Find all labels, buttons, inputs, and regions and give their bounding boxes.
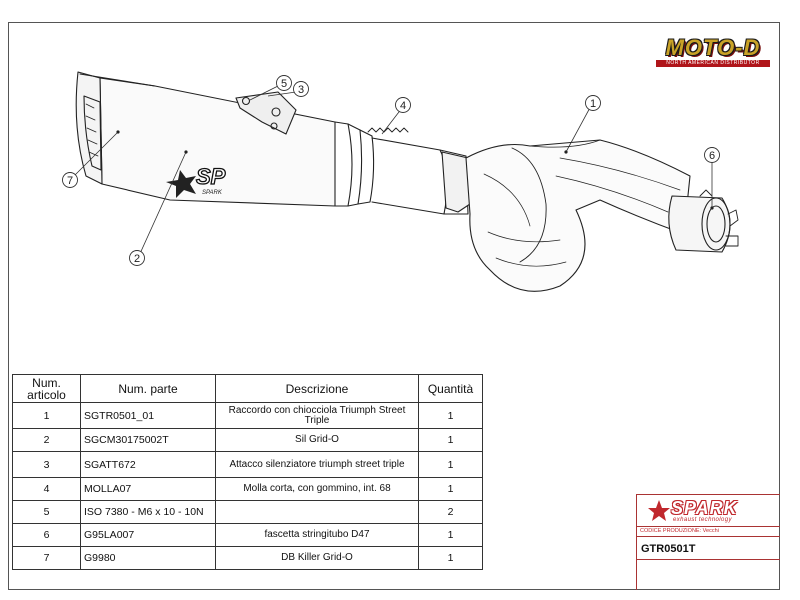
row-desc: Raccordo con chiocciola Triumph Street T… [215, 402, 419, 429]
row-part: G9980 [80, 546, 216, 570]
row-part: SGATT672 [80, 451, 216, 478]
production-code: GTR0501T [641, 543, 696, 555]
row-num: 1 [12, 402, 81, 429]
row-qty: 1 [418, 523, 483, 547]
row-qty: 1 [418, 477, 483, 501]
balloon-2 [129, 250, 145, 266]
inlet-opening [701, 197, 731, 251]
spark-tagline: exhaust technology [673, 517, 732, 523]
balloon-6 [704, 147, 720, 163]
row-num: 7 [12, 546, 81, 570]
end-cap-inner [83, 95, 102, 171]
balloon-1-label: 1 [590, 98, 596, 110]
spark-star-icon [648, 500, 670, 521]
balloon-5-label: 5 [281, 78, 287, 90]
row-num: 5 [12, 500, 81, 524]
title-block-divider [637, 536, 780, 537]
table-row: 2 SGCM30175002T Sil Grid-O 1 [12, 428, 483, 452]
balloon-2-label: 2 [134, 253, 140, 265]
balloon-7-label: 7 [67, 175, 73, 187]
balloon-6-label: 6 [709, 150, 715, 162]
row-num: 4 [12, 477, 81, 501]
balloon-4 [395, 97, 411, 113]
balloon-3-label: 3 [298, 84, 304, 96]
moto-d-logo: MOTO-D NORTH AMERICAN DISTRIBUTOR [648, 36, 778, 68]
sp-letters: SP [196, 164, 226, 189]
row-desc: Attacco silenziatore triumph street trip… [215, 451, 419, 478]
silencer-badge-text: SPARK [202, 190, 223, 196]
header-descrizione: Descrizione [215, 374, 419, 403]
header-num-parte: Num. parte [80, 374, 216, 403]
row-desc [215, 500, 419, 524]
row-part: ISO 7380 - M6 x 10 - 10N [80, 500, 216, 524]
balloon-3 [293, 81, 309, 97]
sheet-border [8, 22, 780, 590]
mount-bracket [235, 91, 297, 135]
title-block-divider [637, 559, 780, 560]
balloon-4-label: 4 [400, 100, 406, 112]
table-row: 3 SGATT672 Attacco silenziatore triumph … [12, 451, 483, 478]
row-part: G95LA007 [80, 523, 216, 547]
title-block-divider [637, 526, 780, 527]
codice-produzione-label: CODICE PRODUZIONE: Vecchi [640, 528, 719, 534]
moto-d-wordmark: MOTO-D [665, 35, 761, 60]
row-num: 2 [12, 428, 81, 452]
silencer-tail [334, 121, 353, 207]
spring [367, 127, 409, 133]
moto-d-tagline: NORTH AMERICAN DISTRIBUTOR [656, 60, 770, 67]
link-pipe [371, 137, 448, 215]
balloon-5 [276, 75, 292, 91]
table-header-row: Num. articolo Num. parte Descrizione Qua… [12, 374, 483, 403]
table-row: 4 MOLLA07 Molla corta, con gommino, int.… [12, 477, 483, 501]
row-desc: Sil Grid-O [215, 428, 419, 452]
row-qty: 1 [418, 546, 483, 570]
row-qty: 2 [418, 500, 483, 524]
table-row: 1 SGTR0501_01 Raccordo con chiocciola Tr… [12, 402, 483, 429]
row-num: 6 [12, 523, 81, 547]
row-part: SGCM30175002T [80, 428, 216, 452]
end-cap [75, 71, 103, 185]
row-part: MOLLA07 [80, 477, 216, 501]
spark-wordmark: SPARK [671, 498, 738, 518]
header-num-articolo: Num. articolo [12, 374, 81, 403]
row-desc: fascetta stringitubo D47 [215, 523, 419, 547]
collector-pipe [465, 139, 691, 292]
row-qty: 1 [418, 451, 483, 478]
row-desc: DB Killer Grid-O [215, 546, 419, 570]
parts-table: Num. articolo Num. parte Descrizione Qua… [12, 374, 483, 570]
row-desc: Molla corta, con gommino, int. 68 [215, 477, 419, 501]
balloon-7 [62, 172, 78, 188]
inlet-clamp [668, 195, 731, 253]
table-row: 5 ISO 7380 - M6 x 10 - 10N 2 [12, 500, 483, 524]
table-row: 6 G95LA007 fascetta stringitubo D47 1 [12, 523, 483, 547]
row-qty: 1 [418, 402, 483, 429]
row-part: SGTR0501_01 [80, 402, 216, 429]
row-qty: 1 [418, 428, 483, 452]
header-quantita: Quantità [418, 374, 483, 403]
title-block: SPARK exhaust technology CODICE PRODUZIO… [636, 494, 780, 590]
balloon-1 [585, 95, 601, 111]
spark-logo: SPARK exhaust technology [647, 499, 773, 525]
table-row: 7 G9980 DB Killer Grid-O 1 [12, 546, 483, 570]
sp-logo: SP SPARK [166, 163, 226, 198]
row-num: 3 [12, 451, 81, 478]
